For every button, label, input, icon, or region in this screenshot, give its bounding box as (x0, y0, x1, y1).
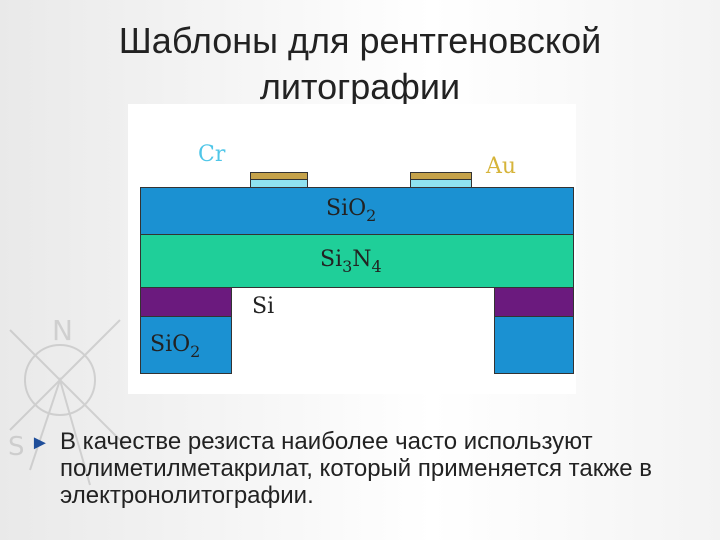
bullet-text: В качестве резиста наиболее часто исполь… (60, 428, 653, 509)
si-support-left (140, 287, 232, 317)
sio2-top-label: SiO2 (326, 196, 377, 225)
sio2-bottom-label: SiO2 (150, 332, 201, 361)
svg-text:N: N (52, 314, 73, 347)
si-label: Si (252, 294, 275, 319)
title-line-2: литографии (259, 66, 461, 107)
xray-mask-diagram: Cr Au SiO2 Si3N4 SiO2 Si (128, 104, 576, 394)
triangle-right-icon: ► (30, 432, 50, 454)
si3n4-membrane-layer (140, 234, 574, 288)
compass-watermark-icon: N S (8, 314, 126, 486)
cr-label: Cr (198, 142, 226, 167)
bullet-item: ► В качестве резиста наиболее часто испо… (30, 428, 690, 509)
slide-title: Шаблоны для рентгеновской литографии (60, 18, 660, 110)
svg-text:S: S (8, 432, 25, 462)
sio2-bottom-right-layer (494, 316, 574, 374)
si-support-right (494, 287, 574, 317)
sio2-top-layer (140, 187, 574, 235)
au-label: Au (486, 154, 517, 179)
si3n4-label: Si3N4 (320, 247, 382, 276)
title-line-1: Шаблоны для рентгеновской (118, 20, 602, 61)
sio2-bottom-left-layer (140, 316, 232, 374)
